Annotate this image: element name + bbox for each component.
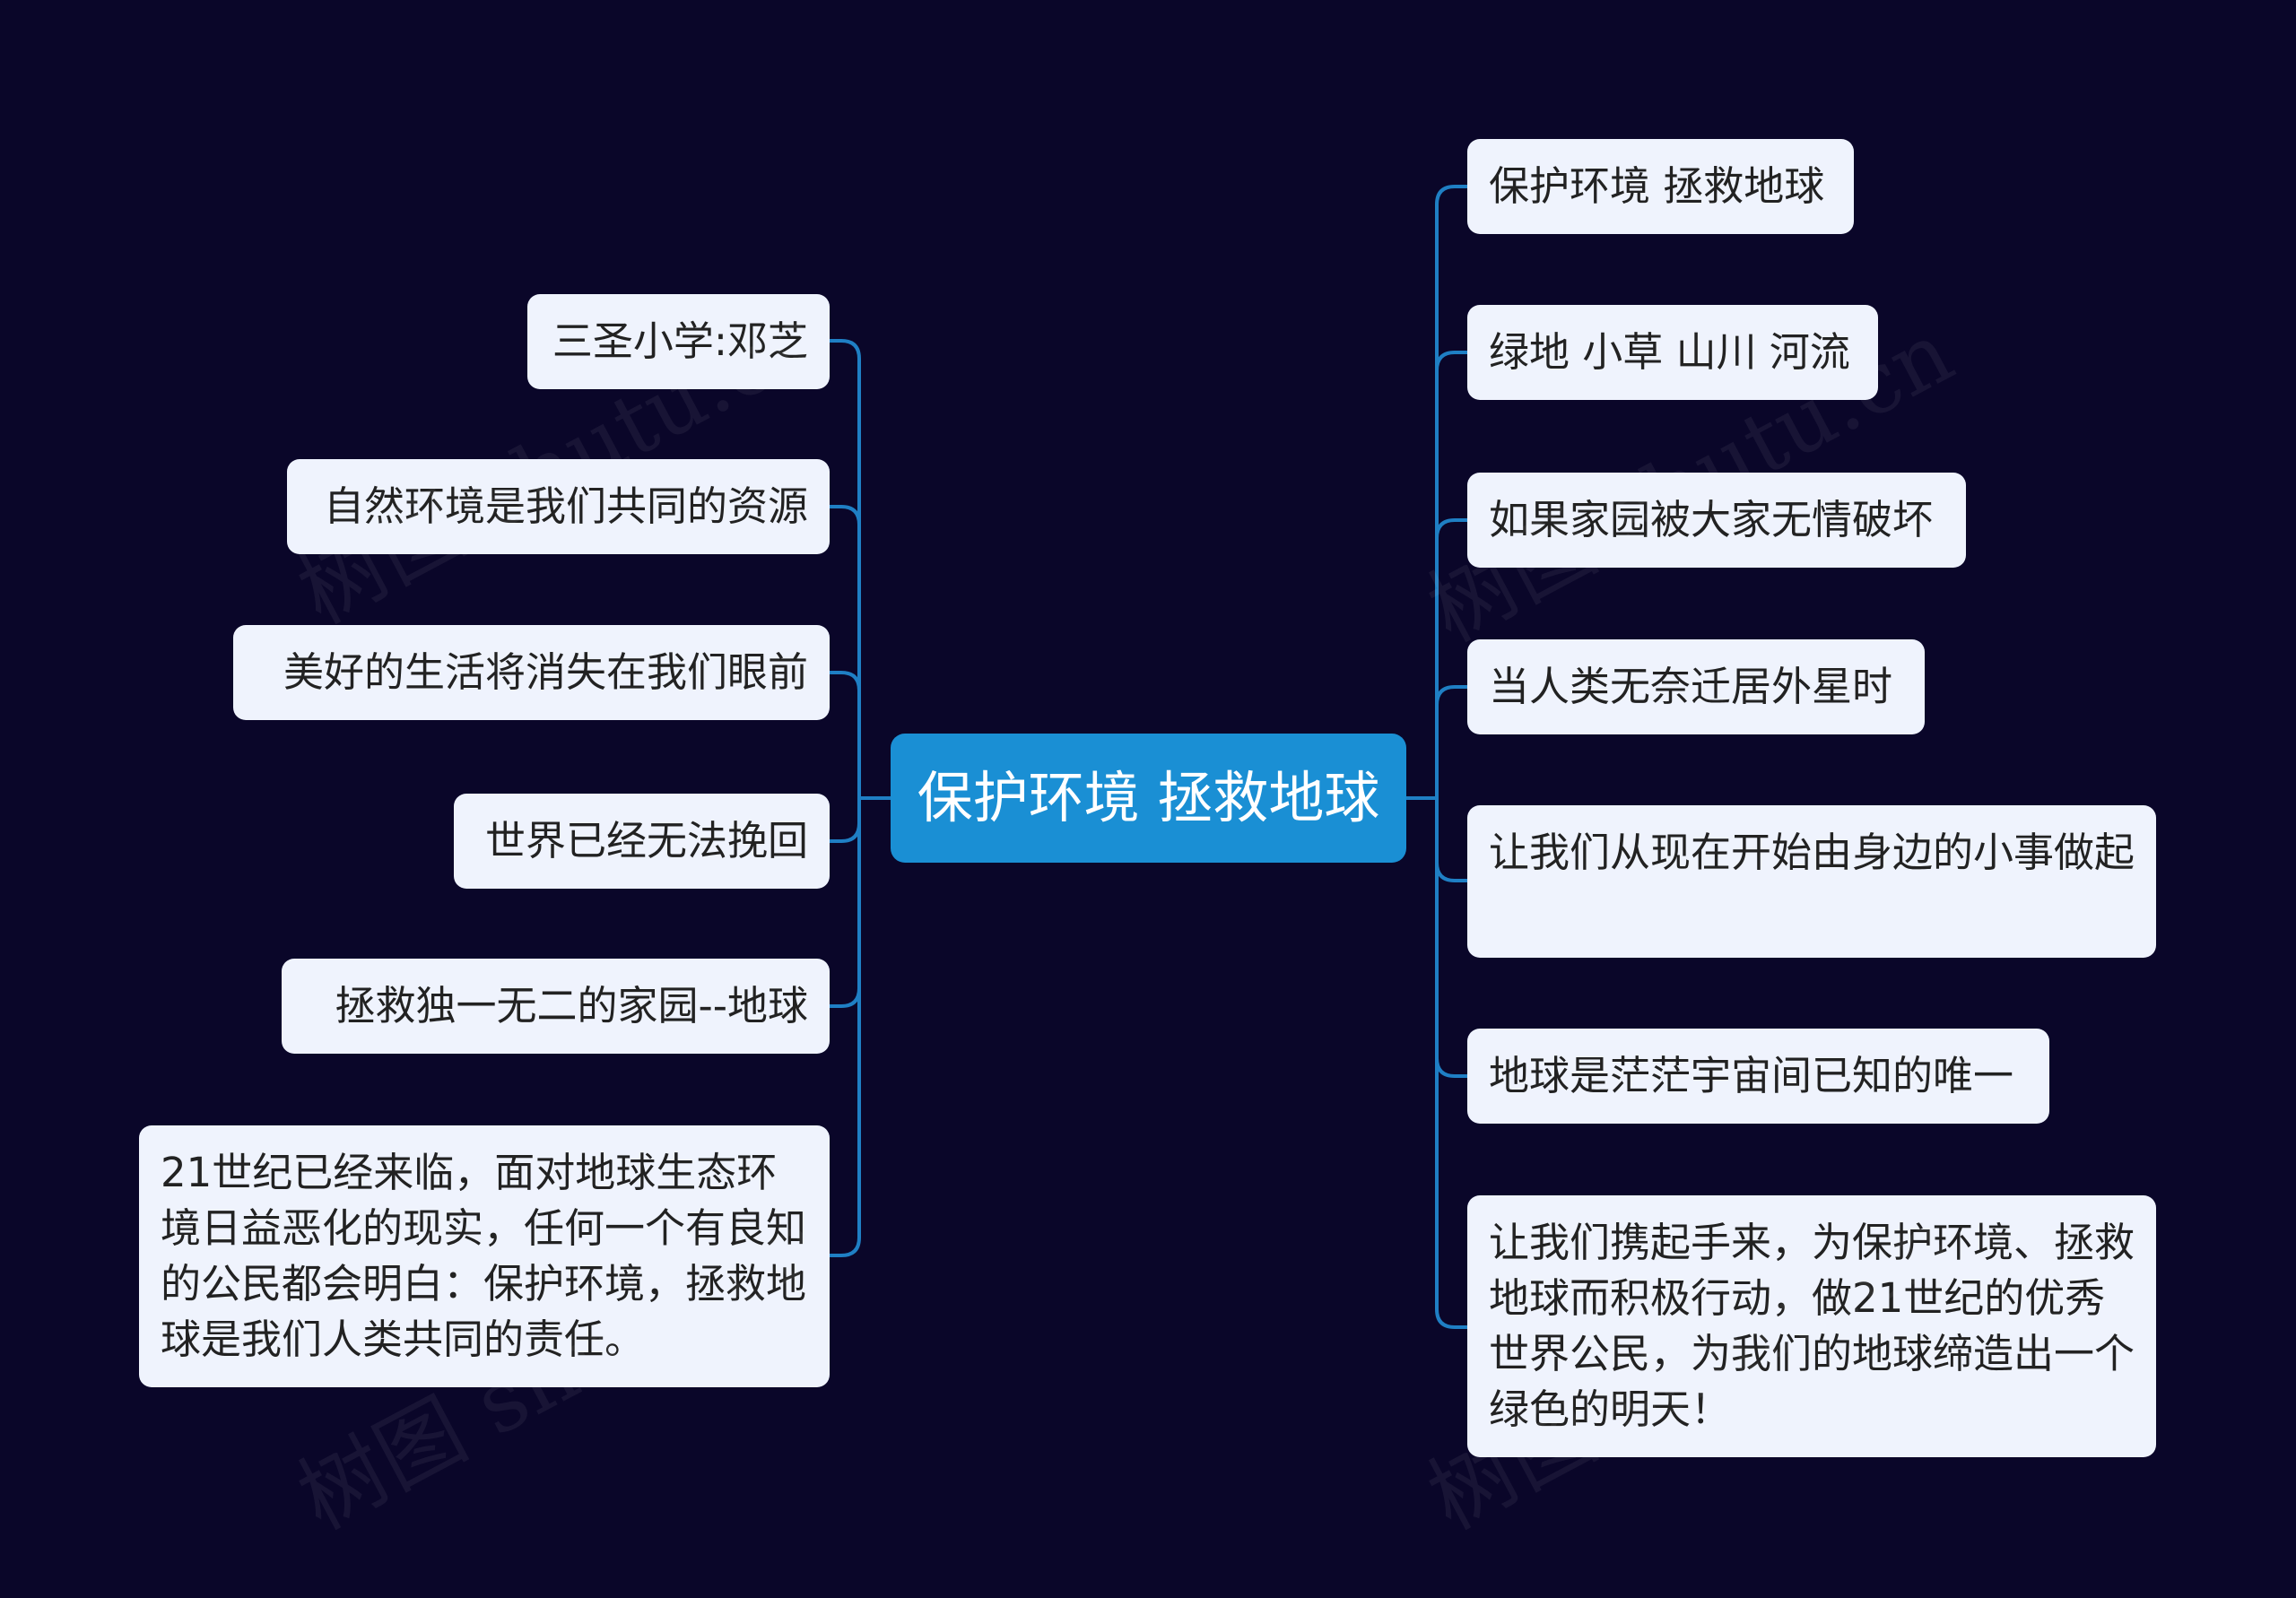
right-topic-7[interactable]: 让我们携起手来，为保护环境、拯救地球而积极行动，做21世纪的优秀世界公民，为我们… [1467, 1195, 2156, 1457]
connector-right-1 [1435, 185, 1469, 800]
right-topic-6[interactable]: 地球是茫茫宇宙间已知的唯一 [1467, 1029, 2049, 1124]
right-topic-1[interactable]: 保护环境 拯救地球 [1467, 139, 1854, 234]
connector-left-2 [828, 505, 861, 800]
connector-left-5 [828, 796, 861, 1008]
connector-right-7 [1435, 796, 1469, 1329]
connector-left-6 [828, 796, 861, 1257]
left-topic-1[interactable]: 三圣小学:邓芝 [527, 294, 830, 389]
connector-right-2 [1435, 351, 1469, 800]
connector-right-6 [1435, 796, 1469, 1078]
left-topic-6[interactable]: 21世纪已经来临，面对地球生态环境日益恶化的现实，任何一个有良知的公民都会明白：… [139, 1125, 830, 1387]
connector-right-4 [1435, 685, 1469, 800]
connector-right-3 [1435, 518, 1469, 800]
connector-left-4 [828, 796, 861, 843]
left-topic-4[interactable]: 世界已经无法挽回 [454, 794, 830, 889]
right-topic-5[interactable]: 让我们从现在开始由身边的小事做起 [1467, 805, 2156, 958]
root-topic[interactable]: 保护环境 拯救地球 [891, 734, 1406, 863]
right-topic-3[interactable]: 如果家园被大家无情破坏 [1467, 473, 1966, 568]
connector-left-1 [828, 339, 861, 800]
right-topic-4[interactable]: 当人类无奈迁居外星时 [1467, 639, 1925, 734]
left-topic-2[interactable]: 自然环境是我们共同的资源 [287, 459, 830, 554]
connector-right-5 [1435, 796, 1469, 882]
left-topic-3[interactable]: 美好的生活将消失在我们眼前 [233, 625, 830, 720]
connector-left-3 [828, 671, 861, 800]
left-topic-5[interactable]: 拯救独一无二的家园--地球 [282, 959, 830, 1054]
right-topic-2[interactable]: 绿地 小草 山川 河流 [1467, 305, 1878, 400]
